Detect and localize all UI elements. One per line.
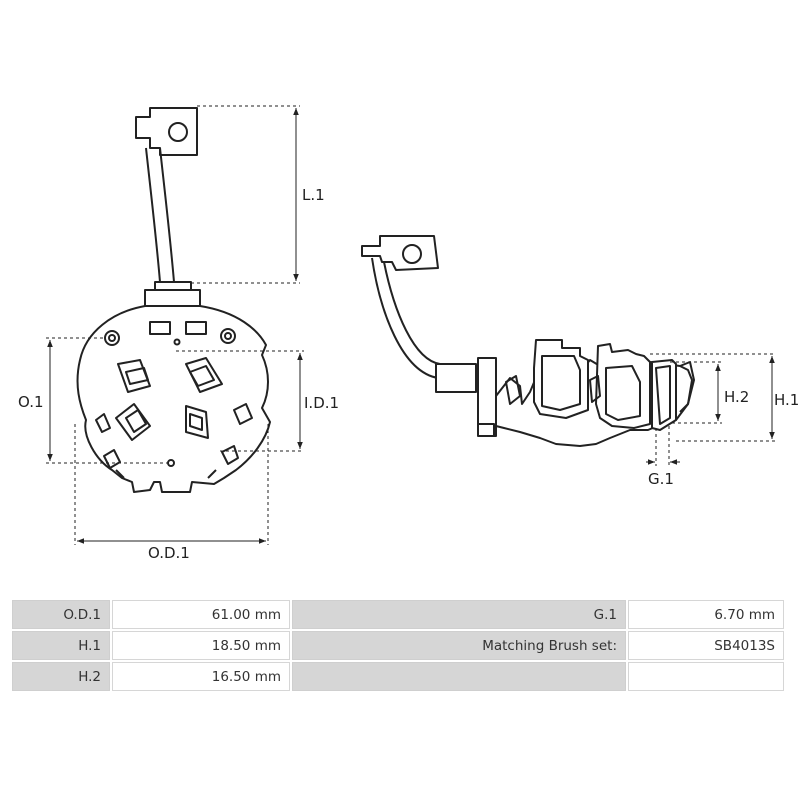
table-row: O.D.1 61.00 mm G.1 6.70 mm [12, 600, 784, 629]
side-plate [477, 357, 497, 437]
table-row: H.1 18.50 mm Matching Brush set: SB4013S [12, 631, 784, 660]
side-terminal-lug [361, 235, 439, 271]
holder-body [76, 305, 271, 493]
spec-key: G.1 [292, 600, 626, 629]
spec-key: Matching Brush set: [292, 631, 626, 660]
front-dimensions [46, 105, 304, 545]
brush-box-bottom-right [185, 405, 209, 439]
side-dimensions [646, 353, 776, 466]
spec-value: 16.50 mm [112, 662, 290, 691]
brush-box-top-left [117, 359, 151, 393]
label-id1: I.D.1 [304, 394, 339, 412]
mounting-hole-left [104, 330, 120, 346]
spec-key: H.1 [12, 631, 110, 660]
front-view [76, 107, 271, 493]
specs-table: O.D.1 61.00 mm G.1 6.70 mm H.1 18.50 mm … [10, 598, 786, 693]
spec-value [628, 662, 784, 691]
label-g1: G.1 [648, 470, 674, 488]
terminal-hole [168, 122, 188, 142]
spec-key: H.2 [12, 662, 110, 691]
side-cable [371, 257, 441, 379]
side-view [361, 235, 695, 447]
label-l1: L.1 [302, 186, 325, 204]
side-brush-box-right [595, 343, 651, 429]
label-h1: H.1 [774, 391, 799, 409]
spec-key [292, 662, 626, 691]
table-row: H.2 16.50 mm [12, 662, 784, 691]
label-od1: O.D.1 [148, 544, 190, 562]
label-h2: H.2 [724, 388, 749, 406]
spec-value: 61.00 mm [112, 600, 290, 629]
mounting-hole-right [220, 328, 236, 344]
brush-box-top-right [185, 357, 223, 393]
spec-value: 6.70 mm [628, 600, 784, 629]
spec-value: 18.50 mm [112, 631, 290, 660]
cable-crimp [154, 281, 192, 291]
spec-value: SB4013S [628, 631, 784, 660]
brush-holder-drawing: L.1 O.1 I.D.1 O.D.1 [18, 105, 799, 562]
spec-key: O.D.1 [12, 600, 110, 629]
label-o1: O.1 [18, 393, 44, 411]
cable [145, 147, 175, 283]
brush-box-bottom-left [115, 403, 151, 441]
